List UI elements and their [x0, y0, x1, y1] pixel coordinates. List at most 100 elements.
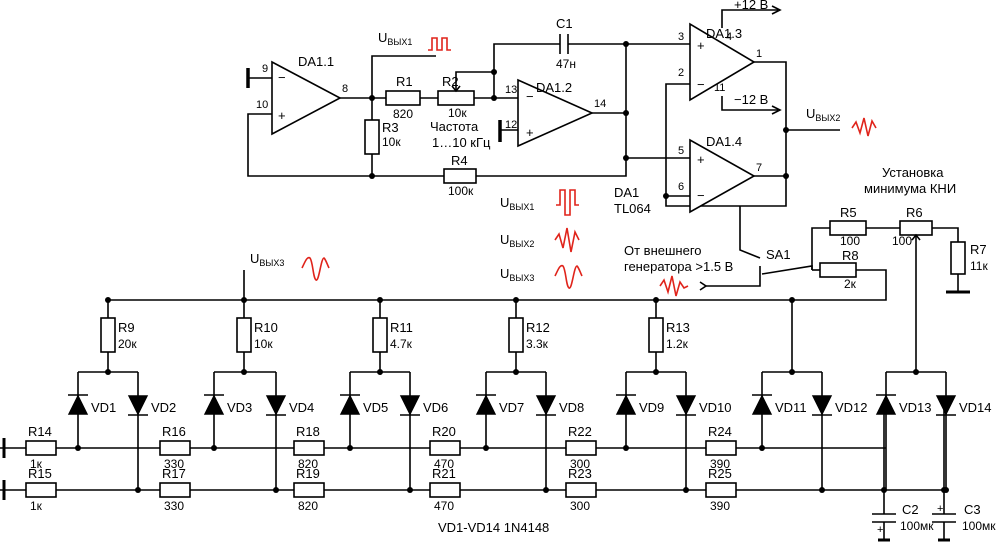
diodes-note: VD1-VD14 1N4148: [438, 520, 549, 535]
svg-text:390: 390: [710, 457, 730, 471]
svg-text:10: 10: [256, 99, 268, 111]
waveform-legend: UВЫХ1 UВЫХ2 UВЫХ3: [500, 189, 583, 289]
svg-text:+: +: [937, 503, 943, 515]
svg-text:−: −: [526, 89, 534, 104]
svg-text:VD2: VD2: [151, 400, 176, 415]
svg-text:3: 3: [678, 31, 684, 43]
svg-text:R14: R14: [28, 424, 52, 439]
potentiometer-r6: R6 100: [892, 205, 933, 248]
svg-text:4: 4: [726, 31, 732, 43]
svg-text:8: 8: [342, 83, 348, 95]
opamp-da1-3: DA1.3 + − 3 2 4 1 11: [678, 22, 762, 102]
svg-text:VD4: VD4: [289, 400, 314, 415]
svg-text:+: +: [697, 38, 705, 53]
svg-text:100мк: 100мк: [962, 519, 996, 533]
svg-text:UВЫХ3: UВЫХ3: [250, 251, 284, 268]
svg-text:12: 12: [505, 119, 517, 131]
opamp-da1-4: DA1.4 + − 5 6 7: [678, 134, 762, 214]
diode-pair-vd1-vd2: VD1 VD2: [67, 369, 176, 493]
svg-text:минимума КНИ: минимума КНИ: [864, 181, 956, 196]
svg-text:R23: R23: [568, 466, 592, 481]
svg-text:100мк: 100мк: [900, 519, 934, 533]
svg-text:−12 В: −12 В: [734, 92, 768, 107]
svg-text:R1: R1: [396, 74, 413, 89]
svg-text:390: 390: [710, 499, 730, 513]
svg-text:R18: R18: [296, 424, 320, 439]
svg-text:+: +: [877, 524, 883, 536]
svg-text:20к: 20к: [118, 337, 137, 351]
svg-text:+12 В: +12 В: [734, 0, 768, 12]
resistor-r11: R11 4.7к: [372, 297, 413, 372]
svg-text:100: 100: [892, 234, 912, 248]
svg-text:10к: 10к: [254, 337, 273, 351]
resistor-r4: R4 100к: [443, 153, 477, 198]
svg-text:4.7к: 4.7к: [390, 337, 413, 351]
svg-text:TL064: TL064: [614, 201, 651, 216]
diode-vd10: VD10: [675, 372, 732, 490]
svg-text:3.3к: 3.3к: [526, 337, 549, 351]
svg-text:DA1.1: DA1.1: [298, 54, 334, 69]
diode-vd13: VD13: [875, 372, 932, 448]
diode-vd7: VD7: [475, 372, 524, 448]
svg-text:10к: 10к: [382, 135, 401, 149]
svg-text:R9: R9: [118, 320, 135, 335]
svg-text:R13: R13: [666, 320, 690, 335]
resistor-r25: R25 390: [705, 466, 737, 513]
diode-vd9: VD9: [615, 372, 664, 448]
svg-text:R3: R3: [382, 120, 399, 135]
svg-text:VD5: VD5: [363, 400, 388, 415]
svg-text:VD11: VD11: [775, 400, 807, 415]
svg-text:R25: R25: [708, 466, 732, 481]
diode-vd11: VD11: [751, 372, 807, 448]
svg-text:C1: C1: [556, 16, 573, 31]
resistor-r24: R24 390: [705, 424, 737, 471]
svg-text:10к: 10к: [448, 106, 467, 120]
svg-text:UВЫХ1: UВЫХ1: [500, 195, 534, 212]
capacitor-c2: + C2 100мк: [872, 408, 934, 542]
svg-text:14: 14: [594, 98, 606, 110]
switch-sa1: SA1 От внешнего генератора >1.5 В: [624, 206, 813, 297]
svg-text:R11: R11: [390, 320, 413, 335]
svg-text:R12: R12: [526, 320, 550, 335]
svg-text:DA1: DA1: [614, 185, 639, 200]
resistor-r7: R7 11к: [950, 241, 988, 275]
svg-text:UВЫХ2: UВЫХ2: [500, 232, 534, 249]
svg-text:DA1.3: DA1.3: [706, 26, 742, 41]
svg-text:R15: R15: [28, 466, 52, 481]
diode-vd1: VD1: [67, 372, 116, 448]
resistor-r5: R5 100: [829, 205, 867, 248]
svg-text:5: 5: [678, 145, 684, 157]
svg-text:UВЫХ1: UВЫХ1: [378, 30, 412, 47]
svg-text:Установка: Установка: [882, 165, 944, 180]
svg-text:R21: R21: [432, 466, 456, 481]
svg-text:VD10: VD10: [699, 400, 732, 415]
resistor-r12: R12 3.3к: [508, 297, 550, 372]
svg-text:R24: R24: [708, 424, 732, 439]
svg-text:C2: C2: [902, 502, 919, 517]
svg-text:470: 470: [434, 457, 454, 471]
svg-text:R22: R22: [568, 424, 592, 439]
svg-text:100к: 100к: [448, 184, 474, 198]
capacitor-c3: + C3 100мк: [932, 408, 996, 542]
generator-section: DA1.1 − + 9 10 8 UВЫХ1 R1 820: [108, 0, 988, 366]
svg-text:R4: R4: [451, 153, 468, 168]
svg-text:VD12: VD12: [835, 400, 868, 415]
svg-text:R16: R16: [162, 424, 186, 439]
svg-text:VD9: VD9: [639, 400, 664, 415]
svg-text:VD7: VD7: [499, 400, 524, 415]
svg-text:+: +: [526, 125, 534, 140]
svg-text:R2: R2: [442, 74, 459, 89]
resistor-r8: R8 2к: [819, 248, 859, 291]
svg-text:VD1: VD1: [91, 400, 116, 415]
svg-text:SA1: SA1: [766, 247, 791, 262]
svg-text:R8: R8: [842, 248, 859, 263]
